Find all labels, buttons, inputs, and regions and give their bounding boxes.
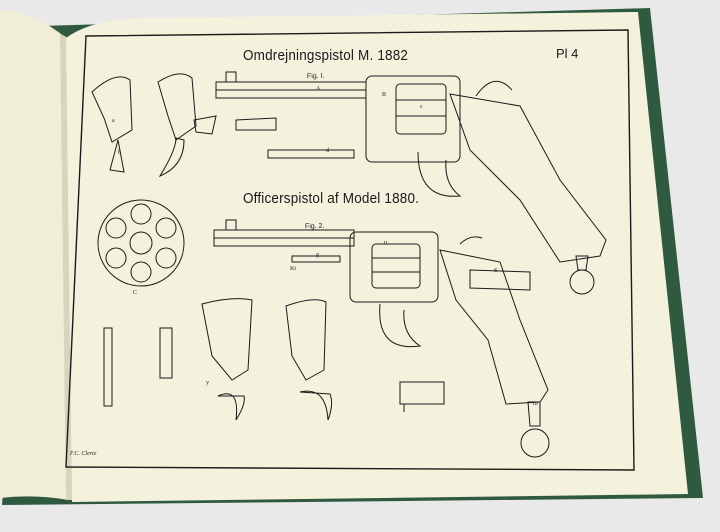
plate-title-2: Officerspistol af Model 1880. <box>243 190 420 207</box>
cylinder-drawing <box>97 199 185 287</box>
part-letter: c <box>420 104 423 110</box>
revolver-2-drawing <box>213 219 550 458</box>
plate-title-1: Omdrejningspistol M. 1882 <box>243 47 409 64</box>
part-letter: A <box>316 86 321 92</box>
part-letter: B <box>382 92 387 98</box>
right-page <box>66 12 688 502</box>
part-letter: Kt <box>290 266 296 272</box>
figure-2-label: Fig. 2. <box>304 222 325 231</box>
part-letter: a <box>112 118 115 124</box>
hammer-parts-fig2 <box>103 298 445 421</box>
part-letter: m <box>533 401 538 407</box>
part-letter: S <box>494 268 498 274</box>
figure-1-label: Fig. I. <box>306 72 325 81</box>
revolver-1-drawing <box>215 71 607 295</box>
part-letter: d <box>326 148 329 154</box>
plate-frame <box>65 29 635 471</box>
plate-number: Pl 4 <box>556 46 579 61</box>
part-letter: C <box>133 290 138 296</box>
part-letter: y <box>206 380 209 386</box>
signature: F.C. Clerte <box>70 451 97 457</box>
part-letter: b <box>118 150 121 156</box>
hammer-parts-fig1 <box>91 73 217 178</box>
part-letter: g <box>316 252 319 258</box>
part-letter: u <box>384 240 387 246</box>
left-page <box>0 10 68 500</box>
